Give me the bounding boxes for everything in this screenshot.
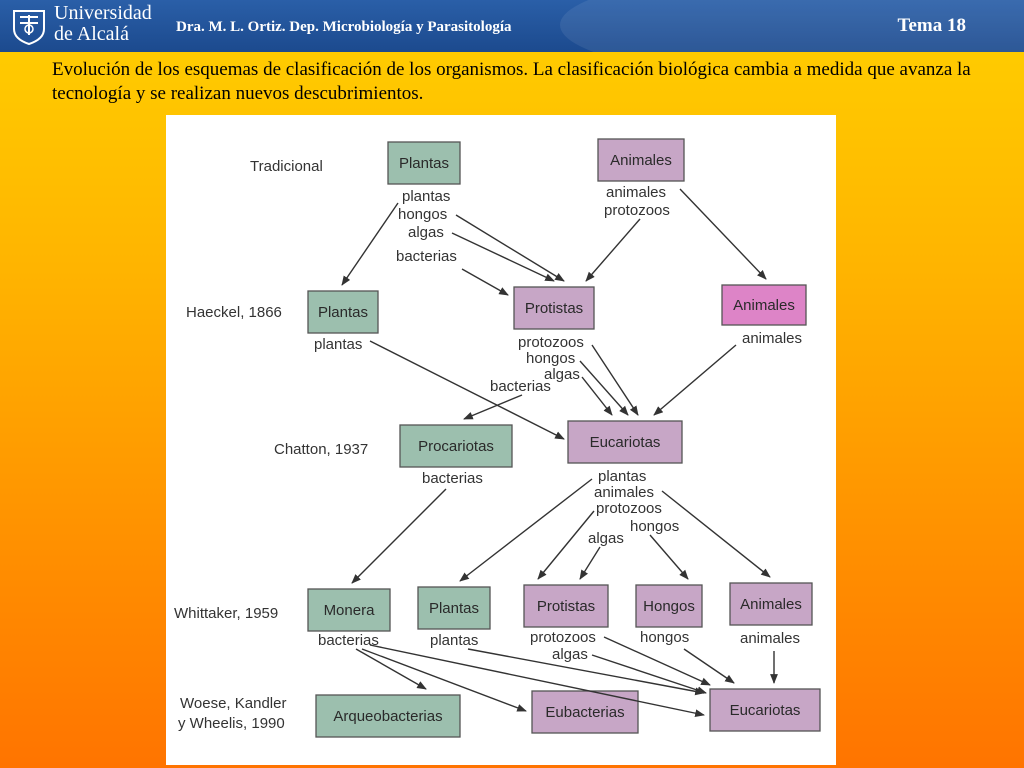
box-whittaker-protistas: Protistas xyxy=(523,584,609,628)
trad-plantas-item-bacterias: bacterias xyxy=(396,248,457,265)
university-logo-text: Universidad de Alcalá xyxy=(54,3,152,45)
arrow-whittaker-plantas-to-woese-eucariotas xyxy=(467,648,705,696)
arrow-trad-protozoos-to-protistas xyxy=(585,218,641,282)
arrow-haeckel-hongos-to-eucariotas xyxy=(579,360,629,416)
slide-header: Universidad de Alcalá Dra. M. L. Ortiz. … xyxy=(0,0,1024,52)
box-whittaker-protistas-label: Protistas xyxy=(537,598,595,615)
trad-plantas-item-hongos: hongos xyxy=(398,206,447,223)
diagram-arrows xyxy=(341,188,778,718)
chatton-eucariotas-item-plantas: plantas xyxy=(598,468,646,485)
whittaker-protistas-item-protozoos: protozoos xyxy=(530,629,596,646)
box-woese-eucariotas-label: Eucariotas xyxy=(730,702,801,719)
box-whittaker-monera-label: Monera xyxy=(324,602,376,619)
chatton-eucariotas-item-animales: animales xyxy=(594,484,654,501)
box-trad-plantas-label: Plantas xyxy=(399,155,449,172)
scheme-label-woese-1: Woese, Kandler xyxy=(180,695,286,712)
box-haeckel-protistas: Protistas xyxy=(513,286,595,330)
trad-plantas-item-plantas: plantas xyxy=(402,188,450,205)
whittaker-protistas-item-algas: algas xyxy=(552,646,588,663)
university-crest-icon xyxy=(13,10,45,45)
box-whittaker-animales-label: Animales xyxy=(740,596,802,613)
logo-line-2: de Alcalá xyxy=(54,23,129,45)
arrow-haeckel-protozoos-to-eucariotas xyxy=(591,344,639,416)
arrow-whittaker-protozoos-to-woese-eucariotas xyxy=(603,636,711,686)
box-whittaker-animales: Animales xyxy=(729,582,813,626)
classification-diagram: Tradicional Haeckel, 1866 Chatton, 1937 … xyxy=(166,115,836,765)
arrow-trad-bacterias-to-protistas xyxy=(461,268,509,296)
arrow-haeckel-animales-to-eucariotas xyxy=(653,344,737,416)
arrow-trad-animales-to-haeckel-animales xyxy=(679,188,767,280)
box-whittaker-hongos-label: Hongos xyxy=(643,598,695,615)
haeckel-protistas-item-protozoos: protozoos xyxy=(518,334,584,351)
box-whittaker-monera: Monera xyxy=(307,588,391,632)
chatton-eucariotas-item-protozoos: protozoos xyxy=(596,500,662,517)
haeckel-protistas-item-bacterias: bacterias xyxy=(490,378,551,395)
arrow-monera-to-woese-eucariotas xyxy=(369,644,705,718)
topic-label: Tema 18 xyxy=(897,15,966,36)
scheme-label-whittaker: Whittaker, 1959 xyxy=(174,605,278,622)
box-trad-plantas: Plantas xyxy=(387,141,461,185)
whittaker-animales-item-animales: animales xyxy=(740,630,800,647)
arrow-chatton-protozoos-to-whittaker-protistas xyxy=(537,510,595,580)
arrow-whittaker-algas-to-woese-eucariotas xyxy=(591,654,707,694)
box-whittaker-plantas: Plantas xyxy=(417,586,491,630)
scheme-label-chatton: Chatton, 1937 xyxy=(274,441,368,458)
scheme-label-traditional: Tradicional xyxy=(250,158,323,175)
box-woese-arqueobacterias: Arqueobacterias xyxy=(315,694,461,738)
arrow-chatton-animales-to-whittaker-animales xyxy=(661,490,771,578)
haeckel-animales-item-animales: animales xyxy=(742,330,802,347)
lecturer-name: Dra. M. L. Ortiz. Dep. Microbiología y P… xyxy=(176,19,512,35)
box-trad-animales-label: Animales xyxy=(610,152,672,169)
whittaker-plantas-item-plantas: plantas xyxy=(430,632,478,649)
arrow-trad-hongos-to-protistas xyxy=(455,214,565,282)
scheme-label-haeckel: Haeckel, 1866 xyxy=(186,304,282,321)
logo-line-1: Universidad xyxy=(54,2,152,24)
trad-animales-item-animales: animales xyxy=(606,184,666,201)
chatton-procariotas-item-bacterias: bacterias xyxy=(422,470,483,487)
box-chatton-procariotas: Procariotas xyxy=(399,424,513,468)
arrow-chatton-hongos-to-whittaker-hongos xyxy=(649,534,689,580)
trad-animales-item-protozoos: protozoos xyxy=(604,202,670,219)
arrow-chatton-algas-to-whittaker-protistas xyxy=(579,546,601,580)
box-chatton-procariotas-label: Procariotas xyxy=(418,438,494,455)
box-haeckel-plantas: Plantas xyxy=(307,290,379,334)
arrow-trad-algas-to-protistas xyxy=(451,232,555,282)
arrow-whittaker-hongos-to-woese-eucariotas xyxy=(683,648,735,684)
box-woese-eubacterias-label: Eubacterias xyxy=(545,704,624,721)
arrow-trad-plantas-to-haeckel-plantas xyxy=(341,202,399,286)
intro-text: Evolución de los esquemas de clasificaci… xyxy=(52,59,971,104)
arrow-haeckel-bacterias-to-procariotas xyxy=(463,394,523,420)
box-chatton-eucariotas-label: Eucariotas xyxy=(590,434,661,451)
box-woese-eucariotas: Eucariotas xyxy=(709,688,821,732)
box-trad-animales: Animales xyxy=(597,138,685,182)
box-woese-arqueobacterias-label: Arqueobacterias xyxy=(333,708,442,725)
arrow-monera-to-eubacterias xyxy=(361,648,527,712)
box-haeckel-protistas-label: Protistas xyxy=(525,300,583,317)
trad-plantas-item-algas: algas xyxy=(408,224,444,241)
arrow-haeckel-algas-to-eucariotas xyxy=(581,376,613,416)
classification-diagram-svg: Tradicional Haeckel, 1866 Chatton, 1937 … xyxy=(174,138,821,738)
box-whittaker-plantas-label: Plantas xyxy=(429,600,479,617)
arrow-monera-to-arqueobacterias xyxy=(355,648,427,690)
header-sheen xyxy=(560,0,1024,52)
chatton-eucariotas-item-hongos: hongos xyxy=(630,518,679,535)
arrow-chatton-plantas-to-whittaker-plantas xyxy=(459,478,593,582)
box-haeckel-animales-label: Animales xyxy=(733,297,795,314)
box-haeckel-plantas-label: Plantas xyxy=(318,304,368,321)
haeckel-protistas-item-hongos: hongos xyxy=(526,350,575,367)
haeckel-plantas-item-plantas: plantas xyxy=(314,336,362,353)
chatton-eucariotas-item-algas: algas xyxy=(588,530,624,547)
scheme-label-woese-2: y Wheelis, 1990 xyxy=(178,715,285,732)
whittaker-monera-item-bacterias: bacterias xyxy=(318,632,379,649)
whittaker-hongos-item-hongos: hongos xyxy=(640,629,689,646)
box-chatton-eucariotas: Eucariotas xyxy=(567,420,683,464)
arrow-haeckel-plantas-to-eucariotas xyxy=(369,340,565,440)
box-haeckel-animales: Animales xyxy=(721,284,807,326)
arrow-chatton-bacterias-to-monera xyxy=(351,488,447,584)
haeckel-protistas-item-algas: algas xyxy=(544,366,580,383)
box-whittaker-hongos: Hongos xyxy=(635,584,703,628)
